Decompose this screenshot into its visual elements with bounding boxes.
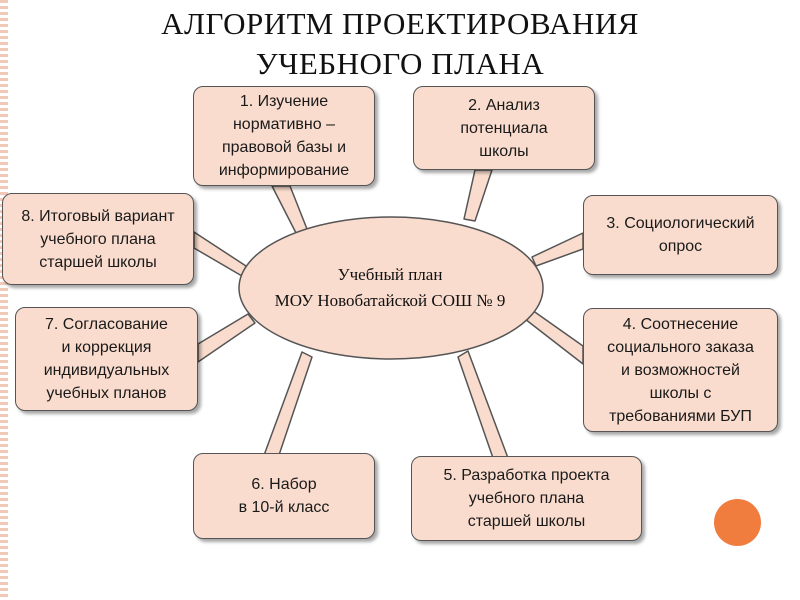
connector-step-5 xyxy=(457,350,509,459)
step-3-box: 3. Социологический опрос xyxy=(583,195,778,275)
step-6-box: 6. Набор в 10-й класс xyxy=(193,453,375,539)
step-1-box: 1. Изучение нормативно – правовой базы и… xyxy=(193,86,375,186)
connector-step-7 xyxy=(197,313,256,363)
center-line-1: Учебный план xyxy=(337,265,443,284)
connector-step-4 xyxy=(524,309,584,365)
center-ellipse xyxy=(238,216,544,360)
center-label: Учебный план МОУ Новобатайской СОШ № 9 xyxy=(225,262,555,314)
step-8-box: 8. Итоговый вариант учебного плана старш… xyxy=(2,193,194,285)
connector-step-2 xyxy=(463,169,493,222)
decorative-orange-circle xyxy=(714,499,761,546)
step-2-box: 2. Анализ потенциала школы xyxy=(413,86,595,170)
decorative-left-border xyxy=(0,0,8,600)
page-title: АЛГОРИТМ ПРОЕКТИРОВАНИЯ УЧЕБНОГО ПЛАНА xyxy=(0,4,800,84)
center-line-2: МОУ Новобатайской СОШ № 9 xyxy=(274,291,506,310)
step-7-box: 7. Согласование и коррекция индивидуальн… xyxy=(15,307,198,411)
title-line-1: АЛГОРИТМ ПРОЕКТИРОВАНИЯ xyxy=(161,6,639,41)
step-5-box: 5. Разработка проекта учебного плана ста… xyxy=(411,456,642,541)
connector-step-6 xyxy=(262,351,313,459)
title-line-2: УЧЕБНОГО ПЛАНА xyxy=(255,46,545,81)
connector-step-1 xyxy=(271,185,308,234)
step-4-box: 4. Соотнесение социального заказа и возм… xyxy=(583,308,778,432)
